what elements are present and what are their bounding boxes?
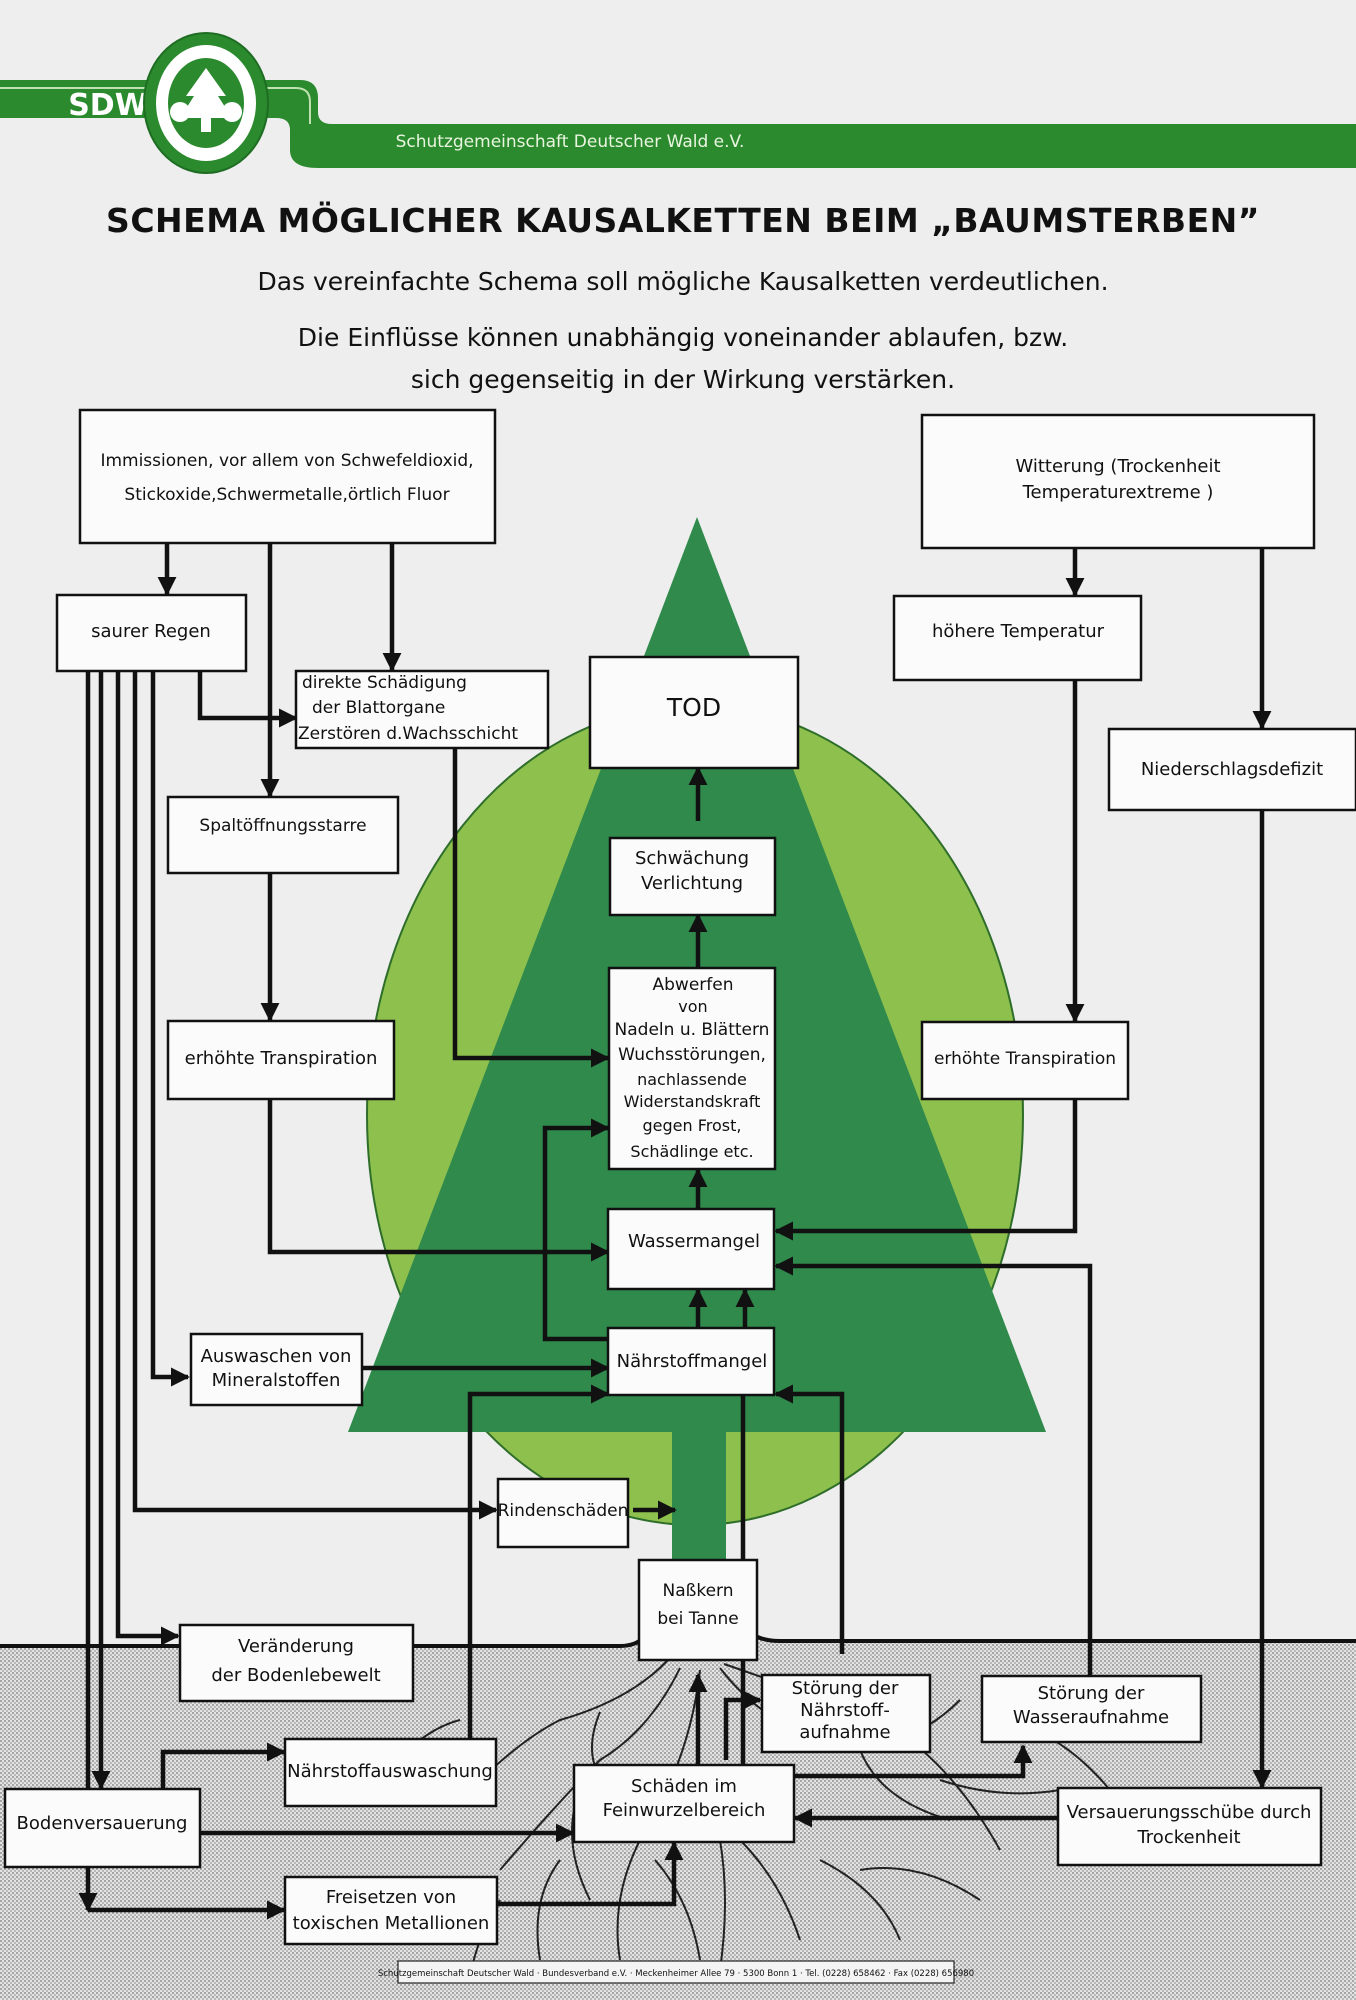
subtitle-line-1: Das vereinfachte Schema soll mögliche Ka… [257,267,1108,296]
box-witterung-line-1: Witterung (Trockenheit [1015,456,1220,477]
box-naehrstoffauswaschung-label: Nährstoffauswaschung [287,1761,493,1782]
box-nasskern-line-1: Naßkern [662,1581,733,1601]
box-schwaechung-line-1: Schwächung [635,848,749,869]
box-versauerungsschuebe: Versauerungsschübe durch Trockenheit [1056,1786,1323,1867]
box-bodenversauerung-label: Bodenversauerung [17,1813,188,1834]
tree-icon [180,68,232,132]
box-feinwurzel-line-1: Schäden im [631,1776,737,1797]
box-saurer-regen: saurer Regen [55,593,248,673]
box-rindenschaeden: Rindenschäden [496,1477,630,1549]
box-abwerfen-line-2: von [678,997,707,1016]
footer-text: Schutzgemeinschaft Deutscher Wald · Bund… [378,1969,974,1979]
box-niederschlagsdefizit-label: Niederschlagsdefizit [1141,759,1323,780]
subtitle-line-3: sich gegenseitig in der Wirkung verstärk… [411,365,955,394]
box-transpiration-right-label: erhöhte Transpiration [934,1049,1116,1069]
box-stoerung-wasser-line-1: Störung der [1038,1683,1145,1704]
box-immissionen: Immissionen, vor allem von Schwefeldioxi… [78,408,497,545]
box-stoerung-naehrstoff: Störung der Nährstoff- aufnahme [760,1673,932,1754]
box-bodenversauerung: Bodenversauerung [3,1787,202,1869]
box-abwerfen-line-8: Schädlinge etc. [630,1142,753,1161]
box-bodenlebewelt-line-2: der Bodenlebewelt [211,1665,380,1686]
box-rindenschaeden-label: Rindenschäden [498,1501,629,1521]
box-stoerung-naehrstoff-line-3: aufnahme [799,1722,890,1743]
seal-logo [143,32,269,174]
box-wassermangel-label: Wassermangel [628,1231,760,1252]
footer: Schutzgemeinschaft Deutscher Wald · Bund… [378,1960,974,1984]
box-hoehere-temperatur: höhere Temperatur [892,594,1143,682]
tree-trunk [672,1432,726,1572]
box-direkte-schaedigung-line-3: Zerstören d.Wachsschicht [298,724,518,744]
diagram-title: SCHEMA MÖGLICHER KAUSALKETTEN BEIM „BAUM… [106,200,1260,240]
box-nasskern: Naßkern bei Tanne [637,1558,759,1662]
box-versauerungsschuebe-line-2: Trockenheit [1136,1827,1240,1848]
box-stoerung-wasser: Störung der Wasseraufnahme [980,1674,1203,1744]
box-naehrstoffmangel: Nährstoffmangel [606,1326,776,1397]
header-banner: SDW Schutzgemeinschaft Deutscher Wald e.… [0,80,1356,168]
box-abwerfen-line-7: gegen Frost, [643,1116,742,1135]
box-versauerungsschuebe-line-1: Versauerungsschübe durch [1067,1802,1312,1823]
box-auswaschen-line-2: Mineralstoffen [212,1370,341,1391]
box-saurer-regen-label: saurer Regen [91,621,211,642]
box-witterung: Witterung (Trockenheit Temperaturextreme… [920,413,1316,550]
box-auswaschen: Auswaschen von Mineralstoffen [189,1332,364,1407]
box-transpiration-left: erhöhte Transpiration [166,1019,396,1101]
subtitle-line-2: Die Einflüsse können unabhängig voneinan… [298,323,1068,352]
box-spaltoeffnungsstarre: Spaltöffnungsstarre [166,795,400,875]
box-tod: TOD [588,655,800,770]
box-freisetzen-line-2: toxischen Metallionen [293,1913,490,1934]
box-transpiration-left-label: erhöhte Transpiration [185,1048,378,1069]
box-abwerfen-line-5: nachlassende [637,1070,747,1089]
box-transpiration-right: erhöhte Transpiration [920,1020,1130,1101]
box-naehrstoffmangel-label: Nährstoffmangel [617,1351,768,1372]
box-immissionen-line-1: Immissionen, vor allem von Schwefeldioxi… [100,451,473,471]
box-stoerung-naehrstoff-line-2: Nährstoff- [800,1700,890,1721]
box-direkte-schaedigung: direkte Schädigung der Blattorgane Zerst… [294,669,550,750]
box-feinwurzel: Schäden im Feinwurzelbereich [572,1763,796,1844]
connectors [78,544,1272,1920]
box-bodenlebewelt: Veränderung der Bodenlebewelt [178,1623,415,1703]
box-bodenlebewelt-line-1: Veränderung [238,1636,354,1657]
box-direkte-schaedigung-line-1: direkte Schädigung [302,673,467,693]
box-auswaschen-line-1: Auswaschen von [201,1346,352,1367]
logo-sdw: SDW [68,88,148,123]
box-stoerung-naehrstoff-line-1: Störung der [792,1678,899,1699]
box-immissionen-line-2: Stickoxide,Schwermetalle,örtlich Fluor [124,485,449,505]
box-direkte-schaedigung-line-2: der Blattorgane [312,698,445,718]
box-naehrstoffauswaschung: Nährstoffauswaschung [283,1737,498,1808]
box-abwerfen-line-6: Widerstandskraft [624,1092,761,1111]
box-nasskern-line-2: bei Tanne [657,1609,738,1629]
box-hoehere-temperatur-label: höhere Temperatur [932,621,1105,642]
box-freisetzen: Freisetzen von toxischen Metallionen [283,1875,499,1946]
box-niederschlagsdefizit: Niederschlagsdefizit [1107,727,1356,812]
box-feinwurzel-line-2: Feinwurzelbereich [603,1800,766,1821]
box-abwerfen: Abwerfen von Nadeln u. Blättern Wuchsstö… [607,966,777,1171]
box-abwerfen-line-3: Nadeln u. Blättern [615,1020,770,1040]
box-abwerfen-line-4: Wuchsstörungen, [618,1045,766,1065]
box-stoerung-wasser-line-2: Wasseraufnahme [1013,1707,1169,1728]
box-schwaechung-line-2: Verlichtung [641,873,743,894]
org-name: Schutzgemeinschaft Deutscher Wald e.V. [396,132,745,152]
box-tod-label: TOD [666,693,721,722]
box-freisetzen-line-1: Freisetzen von [326,1887,456,1908]
box-wassermangel: Wassermangel [606,1207,776,1291]
box-abwerfen-line-1: Abwerfen [653,975,734,995]
box-spaltoeffnungsstarre-label: Spaltöffnungsstarre [199,816,366,836]
box-witterung-line-2: Temperaturextreme ) [1022,482,1214,503]
box-schwaechung: Schwächung Verlichtung [608,836,777,917]
